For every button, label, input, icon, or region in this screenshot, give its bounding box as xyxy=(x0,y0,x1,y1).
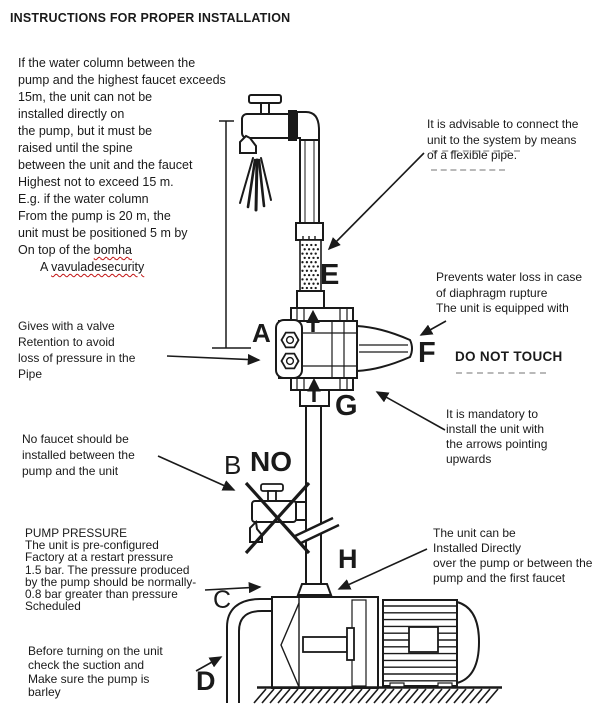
label-a: A xyxy=(252,318,271,348)
note-diaphragm: Prevents water loss in case of diaphragm… xyxy=(436,270,583,315)
note-retention-valve: Gives with a valve Retention to avoid lo… xyxy=(18,319,136,381)
arrow-diaphragm xyxy=(419,320,447,336)
arrow-install xyxy=(337,548,428,590)
note-no-faucet: No faucet should be installed between th… xyxy=(22,432,135,478)
do-not-touch-warning: DO NOT TOUCH xyxy=(455,349,563,364)
arrow-suction-c xyxy=(204,582,262,594)
height-dimension-line xyxy=(212,120,251,349)
note-before-start: Before turning on the unit check the suc… xyxy=(28,644,163,700)
suction-pipe xyxy=(226,598,272,703)
arrow-mandatory xyxy=(375,391,446,431)
pressure-unit-icon xyxy=(275,307,413,407)
annotation-arrows xyxy=(157,152,447,672)
intro-paragraph: If the water column between the pump and… xyxy=(18,55,226,276)
label-e: E xyxy=(320,259,340,291)
label-f: F xyxy=(418,337,436,369)
label-h: H xyxy=(338,544,358,574)
misspelled-word-vavula: vavuladesecurity xyxy=(51,260,145,274)
down-pipe xyxy=(294,406,340,584)
arrow-check-valve xyxy=(166,353,261,366)
label-g: G xyxy=(335,390,358,422)
pump-icon xyxy=(271,583,379,689)
cross-out-x xyxy=(244,481,311,555)
cone-knob xyxy=(356,324,413,373)
riser-pipe xyxy=(295,139,324,241)
pipe-break-gap xyxy=(295,518,339,543)
flexible-hose-icon xyxy=(296,239,325,309)
note-pump-pressure: PUMP PRESSURE The unit is pre-configured… xyxy=(25,526,197,614)
upflow-arrow-icon xyxy=(306,309,321,402)
misspelled-word-bomha: bomha xyxy=(93,243,132,257)
faded-text-artifact xyxy=(456,372,546,374)
note-arrows-upwards: It is mandatory to install the unit with… xyxy=(446,407,548,466)
intro-body: If the water column between the pump and… xyxy=(18,56,226,240)
label-no: NO xyxy=(250,446,292,477)
arrow-no-faucet xyxy=(157,455,236,491)
motor-icon xyxy=(382,599,481,688)
label-b: B xyxy=(224,450,242,480)
arrow-flexible-pipe xyxy=(327,152,425,251)
faded-text-artifact xyxy=(432,150,520,152)
intro-line-valve: A vavuladesecurity xyxy=(40,260,145,274)
intro-line-bomba: On top of the bomha xyxy=(18,243,132,257)
crossed-faucet-icon xyxy=(244,481,311,555)
note-flexible-pipe: It is advisable to connect the unit to t… xyxy=(427,117,579,162)
label-d: D xyxy=(196,666,216,696)
label-c: C xyxy=(213,586,232,614)
arrow-suction-d xyxy=(195,656,223,672)
pipe-break-marks xyxy=(294,516,340,545)
document-title: INSTRUCTIONS FOR PROPER INSTALLATION xyxy=(10,11,291,25)
faded-text-artifact xyxy=(431,169,505,171)
note-install-directly: The unit can be Installed Directly over … xyxy=(433,526,593,585)
water-spray-icon xyxy=(239,157,272,212)
ground-hatch xyxy=(253,686,502,704)
